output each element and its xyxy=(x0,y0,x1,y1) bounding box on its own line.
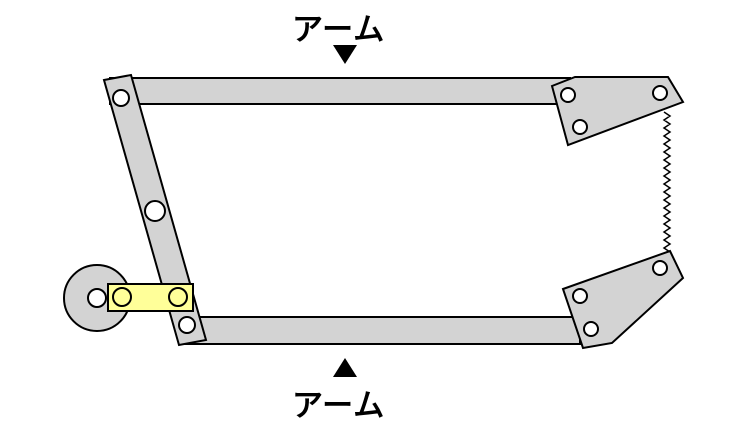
slider-pin-left xyxy=(112,287,132,307)
top-bracket-hole-1 xyxy=(560,87,576,103)
top-arm-arrow xyxy=(333,45,357,64)
link-pivot-top xyxy=(112,89,130,107)
bottom-bracket-hole-3 xyxy=(583,321,599,337)
link-pivot-middle xyxy=(144,200,166,222)
link-pivot-bottom xyxy=(178,316,196,334)
saw-blade xyxy=(662,111,672,261)
top-arm-label: アーム xyxy=(292,12,386,48)
crank-wheel-hole xyxy=(87,288,107,308)
bottom-bracket-hole-2 xyxy=(572,288,588,304)
bottom-bracket-hole-1 xyxy=(652,260,668,276)
bottom-arm-label: アーム xyxy=(292,388,386,424)
top-bracket-hole-3 xyxy=(572,119,588,135)
slider-pin-right xyxy=(168,287,188,307)
top-arm-bar xyxy=(109,77,571,105)
bottom-arm-arrow xyxy=(333,358,357,377)
bottom-arm-bar xyxy=(179,316,581,345)
top-bracket-hole-2 xyxy=(652,85,668,101)
